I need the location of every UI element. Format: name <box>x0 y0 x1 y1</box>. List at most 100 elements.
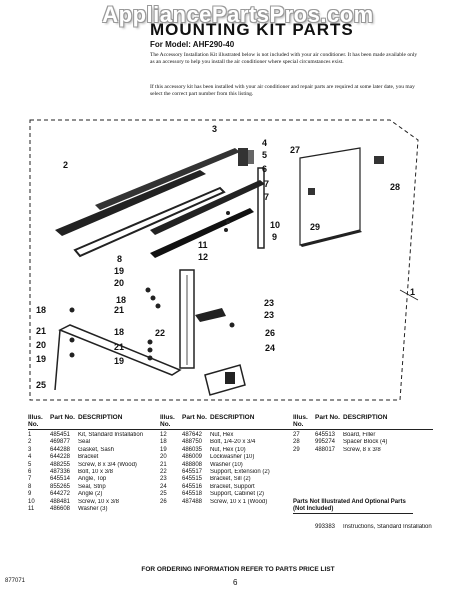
cell-illus: 7 <box>28 476 32 483</box>
cell-part-number: 488017 <box>315 446 336 453</box>
cell-part-number: 487642 <box>182 432 203 438</box>
cell-description: Bolt, 10 x 3/8 <box>78 469 114 476</box>
table-header: Illus. No. Part No. DESCRIPTION <box>28 414 173 430</box>
not-illustrated-table: 993383 Instructions, Standard Installatio… <box>293 524 433 531</box>
cell-illus: 29 <box>293 446 300 453</box>
cell-description: Screw, 8 x 3/4 (Wood) <box>78 461 137 468</box>
header-part: Part No. <box>50 414 75 421</box>
support-extension-part <box>179 269 195 369</box>
cabinet-support-part <box>54 324 182 391</box>
cell-illus: 3 <box>28 446 32 453</box>
cell-illus: 22 <box>160 469 167 476</box>
header-desc: DESCRIPTION <box>78 414 123 421</box>
cell-part-number: 645518 <box>182 491 203 498</box>
cell-description: Screw, 10 x 1 (Wood) <box>210 498 268 505</box>
cell-part-number: 645515 <box>182 476 203 483</box>
table-row: 3 644288 Gasket, Sash <box>28 447 173 454</box>
cell-part-number: 645517 <box>182 469 203 476</box>
repair-paragraph: If this accessory kit has been installed… <box>150 84 415 97</box>
cell-illus <box>293 524 315 531</box>
cell-illus: 19 <box>160 446 167 453</box>
cell-part-number: 485451 <box>50 432 71 438</box>
callout-label: 23 <box>264 310 274 320</box>
cell-description: Lockwasher (10) <box>210 454 255 461</box>
cell-illus: 23 <box>160 476 167 483</box>
cell-part-number: 993383 <box>315 524 336 530</box>
callout-label: 3 <box>212 124 217 134</box>
table-header: Illus. No. Part No. DESCRIPTION <box>293 414 433 430</box>
cell-description: Kit, Standard Installation <box>78 432 144 438</box>
cell-part-number: 645516 <box>182 483 203 490</box>
cell-description: Bolt, 1/4-20 x 3/4 <box>210 439 256 446</box>
cell-description: Gasket, Sash <box>78 446 115 453</box>
callout-label: 9 <box>272 232 277 242</box>
cell-description: Bracket, Support <box>210 483 255 490</box>
cell-illus: 18 <box>160 439 167 446</box>
cell-part-number: 488481 <box>50 498 71 505</box>
header-illus: Illus. No. <box>28 414 43 428</box>
callout-label: 25 <box>36 380 46 390</box>
page-title: MOUNTING KIT PARTS <box>150 20 354 39</box>
callout-label: 18 <box>36 305 46 315</box>
cell-part-number: 488255 <box>50 461 71 468</box>
intro-paragraph: The Accessory Installation Kit illustrat… <box>150 52 418 65</box>
callout-label: 19 <box>36 354 46 364</box>
cell-description: Angle (2) <box>78 491 103 498</box>
cell-part-number: 855265 <box>50 483 71 490</box>
callout-label: 7 <box>264 179 269 189</box>
cell-illus: 2 <box>28 439 32 446</box>
cell-part-number: 486035 <box>182 446 203 453</box>
table-row: 29 488017 Screw, 8 x 3/8 <box>293 447 433 454</box>
table-row: 22 645517 Support, Extension (2) <box>160 469 305 476</box>
callout-label: 22 <box>155 328 165 338</box>
cell-description: Instructions, Standard Installation Kit <box>343 524 433 530</box>
not-illustrated-header: Parts Not Illustrated And Optional Parts… <box>293 499 413 514</box>
cell-part-number: 469877 <box>50 439 71 446</box>
callout-label: 2 <box>63 160 68 170</box>
cell-illus: 28 <box>293 439 300 446</box>
cell-description: Board, Filler <box>343 432 376 438</box>
table-header: Illus. No. Part No. DESCRIPTION <box>160 414 305 430</box>
callout-label: 20 <box>36 340 46 350</box>
cell-description: Support, Extension (2) <box>210 469 270 476</box>
callout-label: 20 <box>114 278 124 288</box>
callout-label: 18 <box>114 327 124 337</box>
document-code: 877071 <box>5 578 26 584</box>
cell-description: Nut, Hex <box>210 432 234 438</box>
cell-illus: 27 <box>293 432 300 438</box>
parts-table-col3: Illus. No. Part No. DESCRIPTION 27 645513… <box>293 414 433 454</box>
cell-illus: 21 <box>160 461 167 468</box>
cell-description: Spacer Block (4) <box>343 439 388 446</box>
header-desc: DESCRIPTION <box>210 414 255 421</box>
cell-illus: 6 <box>28 469 32 476</box>
seal-part <box>55 148 265 236</box>
callout-label: 18 <box>116 295 126 305</box>
callout-label: 27 <box>290 145 300 155</box>
callout-label: 26 <box>265 328 275 338</box>
cell-part-number: 488808 <box>182 461 203 468</box>
header-illus: Illus. No. <box>160 414 175 428</box>
cell-description: Screw, 8 x 3/8 <box>343 446 381 453</box>
table-row: 19 486035 Nut, Hex (10) <box>160 447 305 454</box>
cell-description: Seal <box>78 439 91 446</box>
cell-part-number: 486608 <box>50 506 71 513</box>
cell-part-number: 644288 <box>50 446 71 453</box>
cell-part-number: 486009 <box>182 454 203 461</box>
callout-label: 1 <box>410 287 415 297</box>
header-part: Part No. <box>182 414 207 421</box>
cell-description: Nut, Hex (10) <box>210 446 246 453</box>
cell-illus: 25 <box>160 491 167 498</box>
cell-part-number: 645513 <box>315 432 336 438</box>
